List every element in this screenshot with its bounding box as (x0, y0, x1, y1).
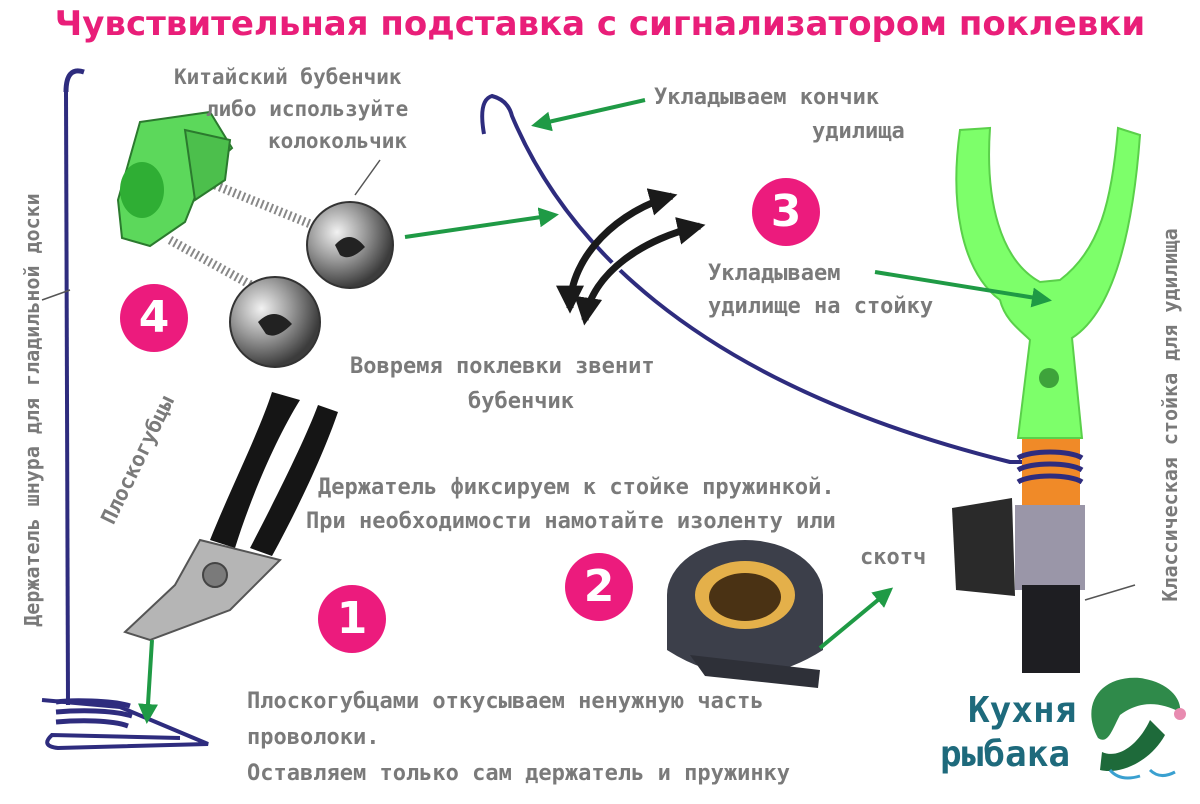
fix-note-line2: При необходимости намотайте изоленту или (306, 509, 836, 534)
fishing-bell-icon (116, 110, 394, 368)
bell-ring-note-line2: бубенчик (468, 389, 574, 414)
cut-note-line1: Плоскогубцами откусываем ненужную часть (247, 689, 764, 714)
cut-note-line2: проволоки. (247, 725, 380, 750)
page-title: Чувствительная подставка с сигнализаторо… (54, 4, 1146, 44)
green-arrows (138, 98, 1052, 724)
step-badge-1: 1 (318, 585, 386, 653)
fish-logo-icon (1091, 677, 1186, 780)
step-badge-4: 4 (120, 284, 188, 352)
bell-note-line3: колокольчик (268, 129, 408, 153)
left-vertical-caption: Держатель шнура для гладильной доски (20, 193, 44, 627)
rod-tip-line (480, 93, 1030, 464)
bell-note-line1: Китайский бубенчик (174, 65, 402, 89)
cut-note-line3: Оставляем только сам держатель и пружинк… (247, 761, 791, 786)
rod-rest-note-line2: удилище на стойку (708, 294, 934, 319)
rod-tip-note-line1: Укладываем кончик (654, 85, 880, 110)
rod-rest-icon (952, 126, 1142, 673)
electrical-tape-icon (667, 540, 823, 688)
rod-rest-note-line1: Укладываем (708, 261, 841, 286)
brand-line1: Кухня (968, 690, 1077, 731)
right-vertical-caption: Классическая стойка для удилища (1158, 228, 1182, 602)
bell-ring-note-line1: Вовремя поклевки звенит (350, 354, 655, 379)
fix-note-line3: скотч (860, 545, 927, 570)
step-badge-2: 2 (565, 553, 633, 621)
brand-line2: рыбака (940, 734, 1071, 775)
fix-note-line1: Держатель фиксируем к стойке пружинкой. (318, 475, 835, 500)
pliers-icon (123, 392, 338, 642)
step-badge-3: 3 (752, 178, 820, 246)
double-arrow-icon (556, 188, 706, 326)
bell-note-line2: либо используйте (206, 97, 409, 121)
cord-holder-wire (41, 68, 209, 751)
rod-tip-note-line2: удилища (812, 119, 905, 144)
